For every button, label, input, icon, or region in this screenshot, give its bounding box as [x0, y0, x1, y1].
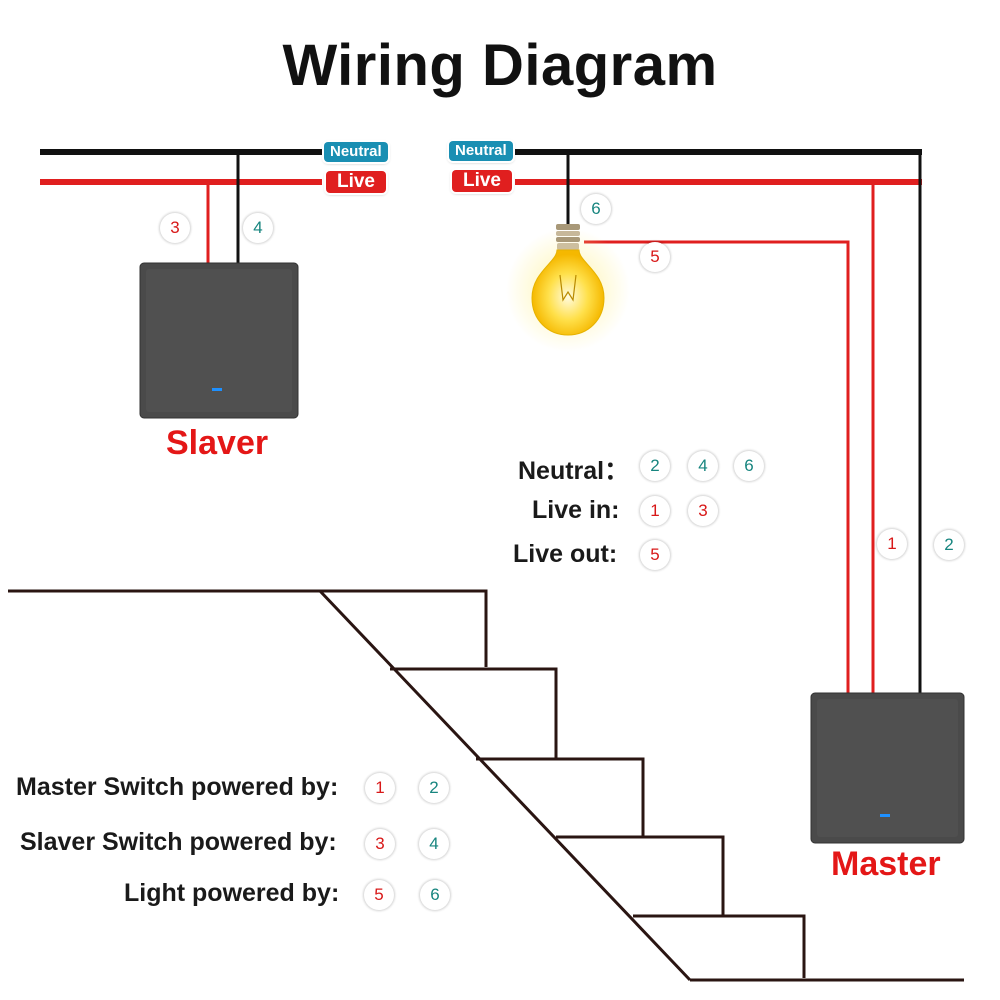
left-live-tag: Live	[326, 171, 386, 193]
master-powered-num: 2	[419, 773, 449, 803]
wire-number-2: 2	[934, 530, 964, 560]
wire-number-3: 3	[160, 213, 190, 243]
key-live-in-label: Live in:	[532, 496, 620, 524]
right-neutral-tag: Neutral	[449, 141, 513, 161]
master-powered-num: 1	[365, 773, 395, 803]
master-led	[880, 814, 890, 817]
slaver-powered-num: 4	[419, 829, 449, 859]
key-neutral-num: 6	[734, 451, 764, 481]
key-live-in-num: 3	[688, 496, 718, 526]
wire-number-6: 6	[581, 194, 611, 224]
slaver-powered-num: 3	[365, 829, 395, 859]
live-out-wire	[584, 240, 850, 693]
light-bulb	[506, 224, 630, 352]
wire-number-1: 1	[877, 529, 907, 559]
right-live-tag: Live	[452, 170, 512, 192]
light-powered-num: 5	[364, 880, 394, 910]
master-powered-label: Master Switch powered by:	[16, 773, 339, 801]
key-live-out-label: Live out:	[513, 540, 618, 568]
left-neutral-tag: Neutral	[324, 142, 388, 162]
staircase	[8, 589, 964, 982]
key-neutral-label: Neutral：	[518, 457, 630, 485]
key-live-out-num: 5	[640, 540, 670, 570]
light-powered-num: 6	[420, 880, 450, 910]
slaver-powered-label: Slaver Switch powered by:	[20, 828, 337, 856]
master-label: Master	[831, 845, 941, 883]
key-neutral-num: 4	[688, 451, 718, 481]
wire-number-5: 5	[640, 242, 670, 272]
page-title: Wiring Diagram	[282, 33, 718, 98]
wire-number-4: 4	[243, 213, 273, 243]
key-neutral-num: 2	[640, 451, 670, 481]
master-switch[interactable]	[810, 692, 965, 844]
key-live-in-num: 1	[640, 496, 670, 526]
slaver-switch[interactable]	[139, 262, 299, 419]
slaver-led	[212, 388, 222, 391]
slaver-label: Slaver	[166, 424, 269, 462]
light-powered-label: Light powered by:	[124, 879, 340, 907]
